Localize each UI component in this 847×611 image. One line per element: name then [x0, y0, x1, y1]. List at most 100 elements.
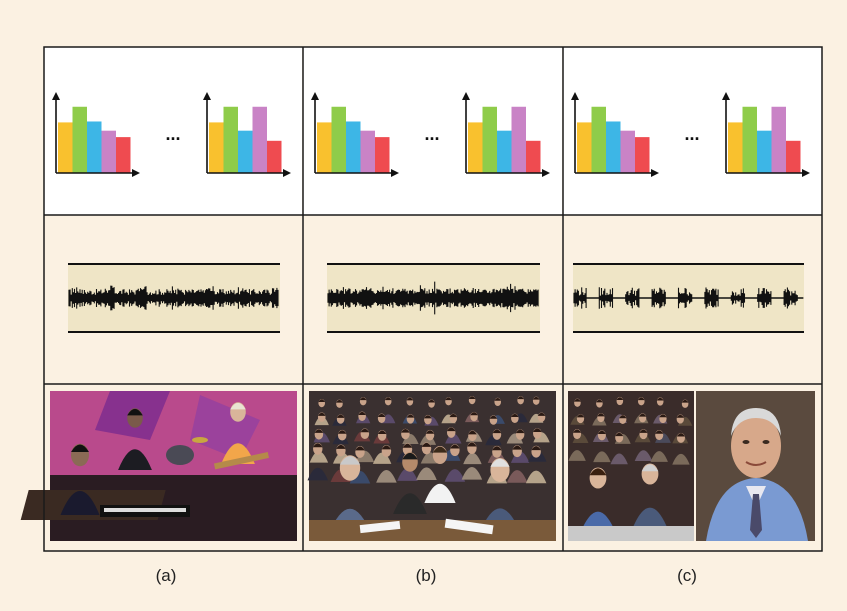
- y-axis-arrow: [311, 92, 319, 100]
- histogram-bar: [238, 130, 253, 173]
- histogram-bar: [526, 140, 541, 173]
- man-in-dark: [393, 452, 427, 514]
- histogram-bar: [771, 106, 786, 173]
- waveform: [327, 263, 540, 333]
- waveform: [573, 263, 804, 333]
- guitar: [213, 452, 269, 470]
- waveform-signal: [327, 281, 539, 315]
- audience-member: [634, 429, 653, 461]
- papers: [359, 520, 401, 534]
- audience-member: [444, 444, 466, 482]
- histogram: [571, 92, 659, 177]
- ellipsis: ...: [424, 124, 439, 144]
- histogram-charts: .........: [52, 92, 810, 177]
- histogram-bar: [742, 106, 757, 173]
- ellipsis: ...: [165, 124, 180, 144]
- desk: [568, 526, 694, 541]
- caption-a: (a): [155, 566, 177, 585]
- photo-a-band-on-stage: [20, 391, 297, 541]
- histogram-bar: [72, 106, 87, 173]
- musician-dark: [118, 408, 152, 470]
- histogram-bar: [58, 122, 73, 173]
- photo-c-audience-and-closeup: [568, 391, 815, 541]
- photo-b-audience: [307, 391, 556, 541]
- histogram-bar: [317, 122, 332, 173]
- y-axis-arrow: [722, 92, 730, 100]
- audience-member: [568, 429, 586, 461]
- caption-c: (c): [677, 566, 697, 585]
- audience-member: [416, 442, 437, 481]
- keyboardist: [60, 443, 100, 515]
- desk: [309, 520, 556, 541]
- x-axis-arrow: [132, 169, 140, 177]
- outer-border: [43, 46, 823, 552]
- histogram-bar: [252, 106, 267, 173]
- histogram: [52, 92, 140, 177]
- histogram-bar: [497, 130, 512, 173]
- audience-member: [463, 430, 482, 465]
- histogram-bar: [757, 130, 772, 173]
- audience-member: [506, 445, 528, 483]
- y-axis-arrow: [52, 92, 60, 100]
- histogram-bar: [331, 106, 346, 173]
- audience-member: [593, 430, 611, 463]
- closeup-hair: [731, 408, 781, 436]
- audience-member: [307, 442, 329, 481]
- histogram-bar: [346, 121, 361, 173]
- histogram-bar: [223, 106, 238, 173]
- histogram: [722, 92, 810, 177]
- waveform: [68, 263, 280, 333]
- histogram-bar: [620, 130, 635, 173]
- photo-row: [20, 391, 815, 541]
- closeup-face: [731, 414, 781, 478]
- histogram-bar: [375, 137, 390, 173]
- x-axis-arrow: [651, 169, 659, 177]
- x-axis-arrow: [391, 169, 399, 177]
- histogram-bar: [116, 137, 131, 173]
- x-axis-arrow: [542, 169, 550, 177]
- audience-member: [610, 432, 628, 465]
- histogram-bar: [468, 122, 483, 173]
- histogram-bar: [577, 122, 592, 173]
- waveform-signal: [573, 287, 804, 309]
- waveform-signal: [68, 285, 279, 311]
- y-axis-arrow: [462, 92, 470, 100]
- audience-member: [525, 445, 547, 484]
- audience-member: [672, 432, 690, 465]
- audience-member: [650, 430, 668, 462]
- caption-b: (b): [415, 566, 437, 585]
- guitarist: [221, 402, 255, 464]
- histogram-bar: [101, 130, 116, 173]
- ellipsis: ...: [684, 124, 699, 144]
- audience-member: [376, 445, 397, 483]
- grid-lines: [43, 46, 823, 552]
- x-axis-arrow: [283, 169, 291, 177]
- histogram-bar: [728, 122, 743, 173]
- y-axis-arrow: [571, 92, 579, 100]
- histogram-bar: [267, 140, 282, 173]
- y-axis-arrow: [203, 92, 211, 100]
- x-axis-arrow: [802, 169, 810, 177]
- histogram-bar: [360, 130, 375, 173]
- histogram-bar: [606, 121, 621, 173]
- closeup-tie: [750, 494, 762, 538]
- histogram-row: .........: [44, 47, 822, 215]
- histogram: [203, 92, 291, 177]
- older-man: [631, 463, 669, 530]
- histogram-bar: [482, 106, 497, 173]
- drum-kit: [166, 445, 194, 465]
- woman-in-white: [424, 446, 456, 503]
- histogram-bar: [209, 122, 224, 173]
- histogram-bar: [511, 106, 526, 173]
- waveform-row: [68, 263, 804, 333]
- histogram: [462, 92, 550, 177]
- histogram: [311, 92, 399, 177]
- audience-member: [461, 442, 483, 480]
- histogram-bar: [591, 106, 606, 173]
- histogram-bar: [87, 121, 102, 173]
- audience-member: [309, 428, 329, 463]
- histogram-bar: [635, 137, 650, 173]
- audience-member: [397, 443, 418, 481]
- audience-member: [402, 414, 419, 445]
